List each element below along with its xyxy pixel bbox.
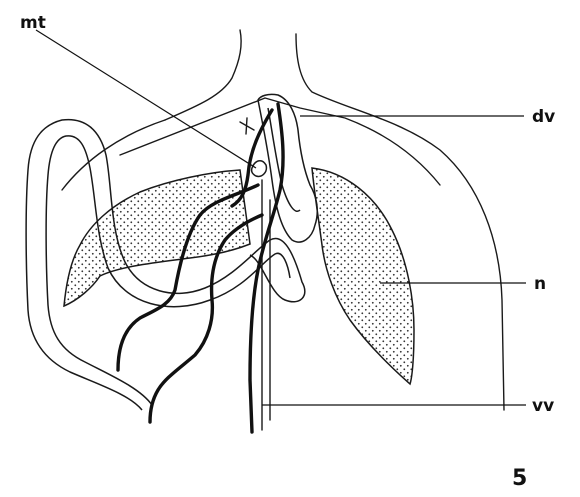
body-outline-left: [62, 120, 165, 190]
nephridium-right-lobe: [312, 168, 414, 384]
small-tube-mt: [252, 161, 267, 177]
label-n: n: [534, 274, 546, 294]
nephridium-left-lobe: [64, 170, 250, 306]
neck-left-edge: [165, 30, 241, 120]
pointer-mt: [36, 30, 256, 168]
figure-number: 5: [512, 466, 527, 491]
vessel-central: [250, 104, 283, 432]
cross-mark: [240, 118, 254, 134]
label-dv: dv: [532, 107, 555, 127]
label-vv: vv: [532, 396, 554, 416]
label-mt: mt: [20, 13, 46, 33]
